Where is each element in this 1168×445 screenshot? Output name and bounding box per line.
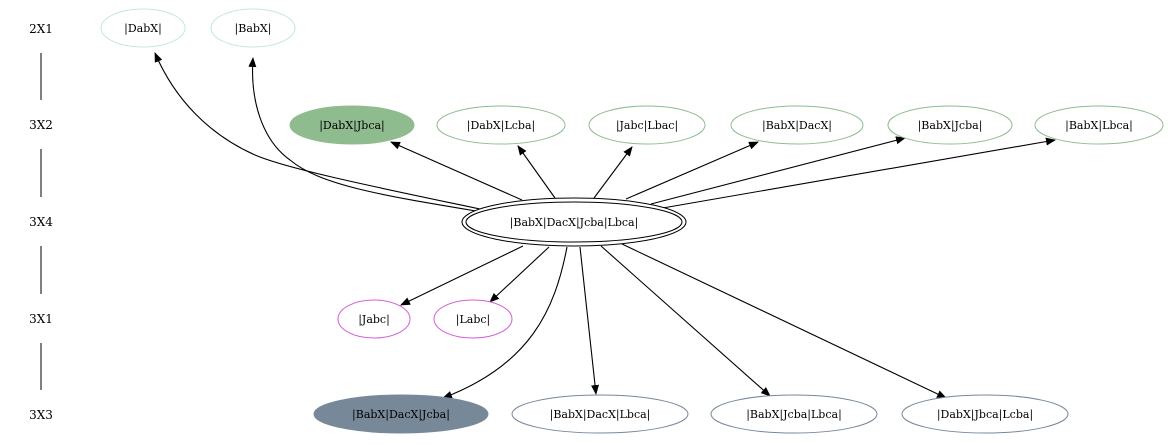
- node-ellipse: [100, 8, 186, 48]
- nodes: |DabX| |BabX| |DabX|Jbca| |DabX|Lcba| |Jabc|…: [100, 8, 1164, 434]
- edge-arrow: [625, 141, 759, 200]
- rank-label-2x1: 2X1: [29, 22, 53, 36]
- edge-arrow: [650, 136, 906, 205]
- graph-node: |BabX|DacX|Jcba|Lbca|: [461, 197, 687, 247]
- graph-node: |BabX|: [210, 8, 296, 48]
- rank-label-3x3: 3X3: [29, 408, 53, 422]
- graph-node: |BabX|DacX|Lbca|: [511, 394, 689, 434]
- edge-arrow: [248, 57, 477, 212]
- graph-node: |DabX|: [100, 8, 186, 48]
- node-ellipse: [901, 394, 1069, 434]
- rank-label-3x1: 3X1: [29, 312, 53, 326]
- node-label: |BabX|Jcba|: [918, 119, 983, 133]
- node-ellipse: [337, 299, 411, 339]
- graph-node: |Jabc|Lbac|: [588, 105, 706, 145]
- graph-node: |BabX|DacX|: [730, 105, 864, 145]
- node-ellipse: [436, 105, 566, 145]
- edge-arrow: [489, 246, 550, 303]
- node-ellipse: [461, 197, 687, 247]
- node-label: |BabX|: [235, 22, 272, 36]
- rank-column: 2X1 3X2 3X4 3X1 3X3: [29, 22, 53, 422]
- node-label: |DabX|Lcba|: [467, 119, 535, 133]
- graph-node: |Jabc|: [337, 299, 411, 339]
- node-ellipse: [289, 105, 415, 145]
- node-ellipse: [1034, 105, 1164, 145]
- graph-node: |Labc|: [433, 299, 513, 339]
- edge-arrow: [593, 146, 633, 199]
- node-label: |BabX|DacX|Jcba|: [352, 408, 450, 422]
- node-label: |DabX|Jbca|: [319, 119, 385, 133]
- edge-arrow: [442, 246, 568, 399]
- edge-arrow: [656, 137, 1056, 210]
- node-ellipse: [588, 105, 706, 145]
- node-label: |BabX|DacX|: [762, 119, 832, 133]
- node-ellipse-inner: [465, 201, 683, 243]
- node-label: |DabX|Jbca|Lcba|: [937, 408, 1033, 422]
- node-ellipse: [710, 394, 878, 434]
- graph-node: |BabX|Jcba|Lbca|: [710, 394, 878, 434]
- graph-node: |BabX|DacX|Jcba|: [313, 394, 489, 434]
- node-ellipse: [313, 394, 489, 434]
- node-ellipse: [210, 8, 296, 48]
- edge-arrow: [400, 245, 524, 306]
- node-ellipse: [511, 394, 689, 434]
- node-label: |Jabc|: [358, 313, 390, 327]
- node-label: |BabX|Jcba|Lbca|: [746, 408, 842, 422]
- node-label: |Jabc|Lbac|: [616, 119, 678, 133]
- edge-arrow: [390, 141, 523, 201]
- graph-node: |BabX|Lbca|: [1034, 105, 1164, 145]
- graph-node: |DabX|Jbca|Lcba|: [901, 394, 1069, 434]
- rank-label-3x2: 3X2: [29, 118, 53, 132]
- edge-arrow: [621, 243, 947, 399]
- node-ellipse: [433, 299, 513, 339]
- edge-arrow: [517, 145, 556, 199]
- node-label: |BabX|DacX|Lbca|: [550, 408, 651, 422]
- node-label: |Labc|: [456, 313, 490, 327]
- edges: [154, 52, 1056, 399]
- graph-node: |DabX|Jbca|: [289, 105, 415, 145]
- node-label: |DabX|: [124, 22, 162, 36]
- edge-arrow: [579, 246, 600, 395]
- node-label: |BabX|Lbca|: [1065, 119, 1133, 133]
- node-ellipse: [730, 105, 864, 145]
- node-label: |BabX|DacX|Jcba|Lbca|: [510, 216, 639, 230]
- edge-arrow: [600, 245, 771, 397]
- node-ellipse: [887, 105, 1013, 145]
- graph-node: |DabX|Lcba|: [436, 105, 566, 145]
- edge-arrow: [154, 52, 481, 210]
- graph-node: |BabX|Jcba|: [887, 105, 1013, 145]
- rank-label-3x4: 3X4: [29, 215, 53, 229]
